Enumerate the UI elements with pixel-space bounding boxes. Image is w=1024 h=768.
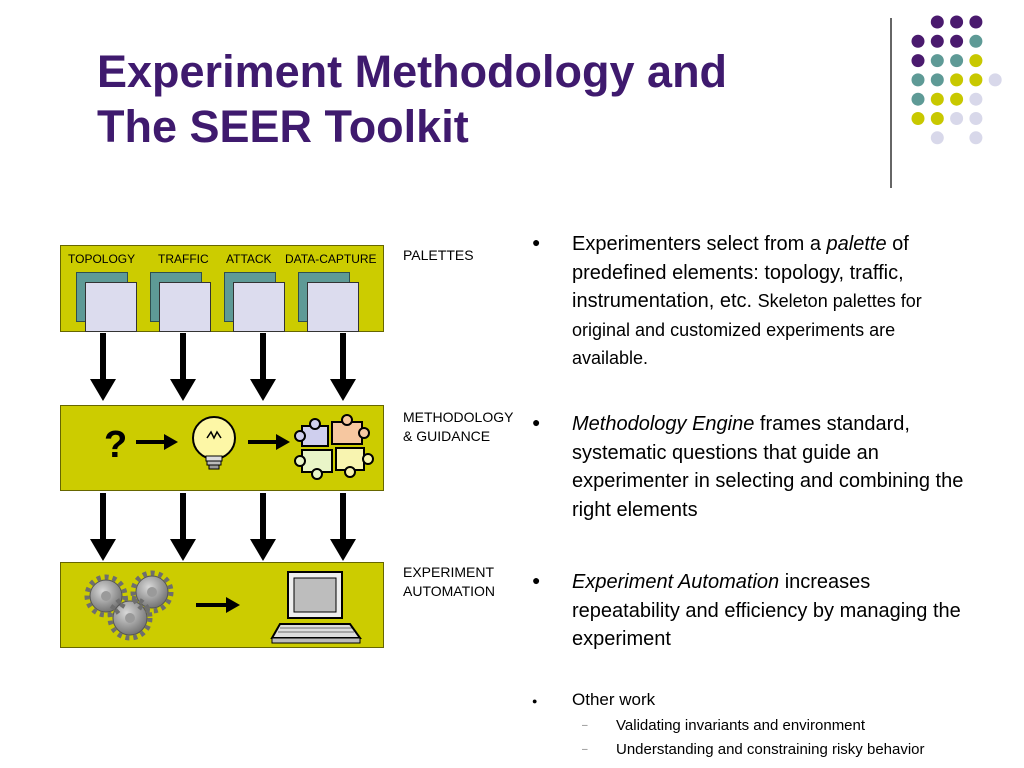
palette-tab-attack-label: ATTACK bbox=[226, 252, 272, 266]
bullet-text-part: frames standard, systematic questions th… bbox=[572, 413, 964, 521]
methodology-label: METHODOLOGY & GUIDANCE bbox=[403, 409, 514, 444]
bullet-emphasis: Experiment Automation bbox=[572, 571, 780, 593]
decorative-dot bbox=[911, 112, 925, 125]
decorative-dot bbox=[930, 54, 944, 68]
decorative-dot bbox=[911, 54, 925, 68]
decorative-dot bbox=[969, 34, 983, 48]
bullet-dot-icon: ● bbox=[532, 572, 541, 588]
decorative-dot bbox=[930, 73, 944, 87]
decorative-dot bbox=[930, 34, 944, 48]
arrow-down-icon bbox=[330, 493, 356, 561]
decorative-dot bbox=[950, 54, 964, 68]
bullet-text-part: increases repeatability and efficiency b… bbox=[572, 571, 961, 650]
decorative-dot bbox=[969, 131, 983, 145]
palette-card-traffic bbox=[159, 282, 211, 332]
slide-title: Experiment Methodology and The SEER Tool… bbox=[97, 44, 727, 154]
decorative-dot bbox=[950, 34, 964, 48]
sub-list-text: Validating invariants and environment bbox=[616, 717, 866, 734]
title-line-1: Experiment Methodology and bbox=[97, 46, 728, 97]
decorative-dot bbox=[911, 92, 925, 106]
decorative-dot bbox=[950, 92, 964, 106]
bullet-text: Methodology Engine frames standard, syst… bbox=[572, 410, 972, 524]
palette-tab-traffic-label: TRAFFIC bbox=[158, 252, 209, 266]
other-work-label: Other work bbox=[572, 690, 656, 709]
lightbulb-icon bbox=[192, 416, 236, 470]
decorative-dot bbox=[988, 73, 1002, 87]
arrow-down-icon bbox=[170, 493, 196, 561]
arrow-down-icon bbox=[330, 333, 356, 401]
title-line-2: The SEER Toolkit bbox=[97, 101, 469, 152]
arrow-down-icon bbox=[90, 333, 116, 401]
palette-tab-topology-label: TOPOLOGY bbox=[68, 252, 136, 266]
decorative-dot bbox=[969, 92, 983, 106]
title-divider bbox=[890, 18, 892, 188]
decorative-dot bbox=[911, 73, 925, 87]
question-mark: ? bbox=[104, 424, 128, 466]
gears-icon bbox=[84, 570, 174, 641]
decorative-dot bbox=[950, 112, 964, 125]
sub-bullet-dash-icon: – bbox=[582, 720, 588, 731]
bullet-dot-icon: ● bbox=[532, 414, 541, 430]
decorative-dot bbox=[930, 131, 944, 145]
decorative-dot bbox=[930, 92, 944, 106]
palette-card-topology bbox=[85, 282, 137, 332]
bullet-emphasis: Methodology Engine bbox=[572, 413, 755, 435]
bullet-emphasis: palette bbox=[826, 233, 887, 255]
bullet-text-part: of predefined elements: topology, traffi… bbox=[572, 233, 909, 312]
decorative-dot bbox=[969, 73, 983, 87]
sub-list-text: Understanding and constraining risky beh… bbox=[616, 741, 925, 758]
decorative-dot bbox=[969, 54, 983, 68]
laptop-icon bbox=[270, 571, 362, 644]
bullet-text-small: Skeleton bbox=[757, 291, 828, 311]
palettes-label: PALETTES bbox=[403, 247, 474, 263]
arrow-right-icon bbox=[248, 434, 290, 450]
palette-card-attack bbox=[233, 282, 285, 332]
arrow-down-icon bbox=[170, 333, 196, 401]
automation-label: EXPERIMENT AUTOMATION bbox=[403, 564, 496, 599]
bullet-dot-icon: ● bbox=[532, 234, 541, 250]
palette-tab-data-capture-label: DATA-CAPTURE bbox=[285, 252, 377, 266]
decorative-dot bbox=[930, 112, 944, 125]
bullet-text-small: palettes for original and customized exp… bbox=[572, 291, 922, 368]
decorative-dot bbox=[911, 34, 925, 48]
decorative-dot bbox=[950, 73, 964, 87]
decorative-dot bbox=[950, 15, 964, 29]
bullet-text-part: Experimenters select from a bbox=[572, 233, 827, 255]
bullet-text: Experimenters select from a palette of p… bbox=[572, 230, 972, 373]
bullet-text: Experiment Automation increases repeatab… bbox=[572, 568, 972, 654]
decorative-dot bbox=[969, 112, 983, 125]
arrow-down-icon bbox=[90, 493, 116, 561]
arrow-down-icon bbox=[250, 493, 276, 561]
decorative-dot bbox=[930, 15, 944, 29]
puzzle-icon bbox=[294, 414, 374, 480]
arrow-down-icon bbox=[250, 333, 276, 401]
palette-card-data-capture bbox=[307, 282, 359, 332]
arrow-right-icon bbox=[196, 597, 240, 613]
arrow-right-icon bbox=[136, 434, 178, 450]
sub-bullet-dash-icon: – bbox=[582, 744, 588, 755]
decorative-dot bbox=[969, 15, 983, 29]
bullet-dot-icon: ● bbox=[532, 696, 538, 706]
